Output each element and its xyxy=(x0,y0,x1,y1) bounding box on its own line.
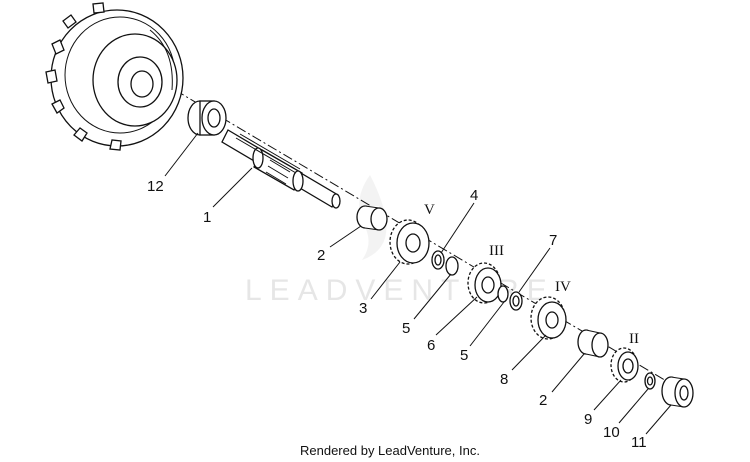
gear-mark-iii: III xyxy=(489,243,504,259)
label-part-2b: 2 xyxy=(539,392,547,409)
label-part-2a: 2 xyxy=(317,247,325,264)
circlip-5b xyxy=(497,285,509,303)
footer-credit: Rendered by LeadVenture, Inc. xyxy=(300,443,480,458)
label-part-10: 10 xyxy=(603,424,620,441)
shaft-axis xyxy=(174,89,691,396)
gear-8 xyxy=(530,296,567,340)
label-part-8: 8 xyxy=(500,371,508,388)
gear-mark-v: V xyxy=(424,202,435,218)
clutch-basket xyxy=(45,2,184,151)
washer-4 xyxy=(431,250,445,270)
label-part-12: 12 xyxy=(147,178,164,195)
circlip-5a xyxy=(445,256,459,276)
main-shaft-1 xyxy=(221,129,341,209)
label-part-5a: 5 xyxy=(402,320,410,337)
leader-lines xyxy=(164,132,672,435)
label-part-6: 6 xyxy=(427,337,435,354)
gear-mark-ii: II xyxy=(629,331,639,347)
gear-mark-iv: IV xyxy=(555,279,571,295)
label-part-4: 4 xyxy=(470,187,478,204)
watermark-text: LEADVENTURE xyxy=(245,274,555,307)
washer-10 xyxy=(644,372,656,390)
label-part-5b: 5 xyxy=(460,347,468,364)
gear-6 xyxy=(467,262,502,304)
bushing-2b xyxy=(577,329,609,358)
gear-9 xyxy=(610,347,639,383)
label-part-9: 9 xyxy=(584,411,592,428)
label-part-3: 3 xyxy=(359,300,367,317)
bearing-11 xyxy=(661,376,694,408)
label-part-11: 11 xyxy=(631,434,647,451)
bushing-2a xyxy=(356,205,388,231)
bearing-12 xyxy=(187,100,227,136)
label-part-1: 1 xyxy=(203,209,211,226)
label-part-7: 7 xyxy=(549,232,557,249)
washer-7 xyxy=(509,291,523,311)
gear-3 xyxy=(389,219,430,265)
